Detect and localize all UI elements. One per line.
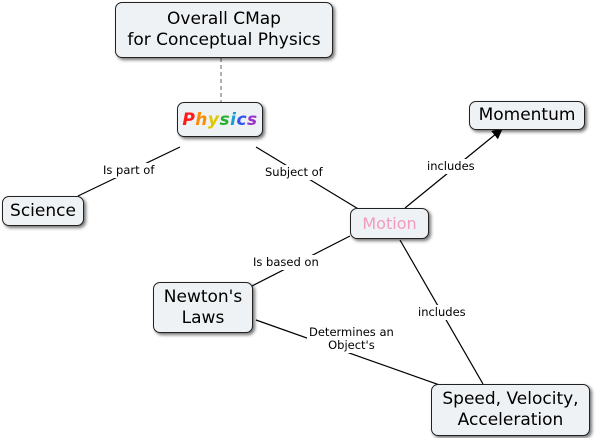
- speed-line1: Speed, Velocity,: [442, 389, 579, 409]
- overall-title-line1: Overall CMap: [167, 9, 281, 29]
- label-subject-of: Subject of: [263, 165, 325, 180]
- overall-title-line2: for Conceptual Physics: [127, 30, 321, 50]
- node-speed-velocity-acceleration[interactable]: Speed, Velocity, Acceleration: [431, 384, 590, 436]
- node-newtons-laws[interactable]: Newton's Laws: [153, 282, 253, 333]
- motion-label: Motion: [362, 214, 417, 233]
- physics-letter: P: [182, 109, 196, 130]
- node-momentum[interactable]: Momentum: [469, 101, 585, 130]
- speed-line2: Acceleration: [457, 410, 564, 430]
- node-physics[interactable]: Physics: [177, 102, 263, 137]
- physics-letter: s: [219, 109, 231, 130]
- label-is-based-on: Is based on: [251, 255, 321, 270]
- physics-letter: h: [195, 109, 208, 130]
- node-science[interactable]: Science: [2, 196, 84, 226]
- node-overall-cmap[interactable]: Overall CMap for Conceptual Physics: [115, 2, 333, 58]
- determines-line1: Determines an: [309, 325, 394, 339]
- science-label: Science: [10, 200, 76, 221]
- label-is-part-of: Is part of: [101, 163, 157, 178]
- momentum-label: Momentum: [478, 105, 576, 125]
- physics-letter: y: [207, 109, 220, 130]
- physics-letter: s: [247, 109, 258, 130]
- link-newtons-speed: [255, 319, 449, 389]
- physics-letter: c: [236, 109, 248, 130]
- physics-rainbow-text: Physics: [182, 109, 257, 131]
- determines-line2: Object's: [328, 338, 375, 352]
- physics-letter: i: [230, 109, 237, 130]
- node-motion[interactable]: Motion: [350, 208, 429, 239]
- label-determines-objects: Determines an Object's: [307, 325, 396, 353]
- label-includes-momentum: includes: [425, 159, 477, 174]
- label-includes-speed: includes: [416, 305, 468, 320]
- newtons-line1: Newton's: [163, 286, 243, 307]
- newtons-line2: Laws: [181, 307, 225, 328]
